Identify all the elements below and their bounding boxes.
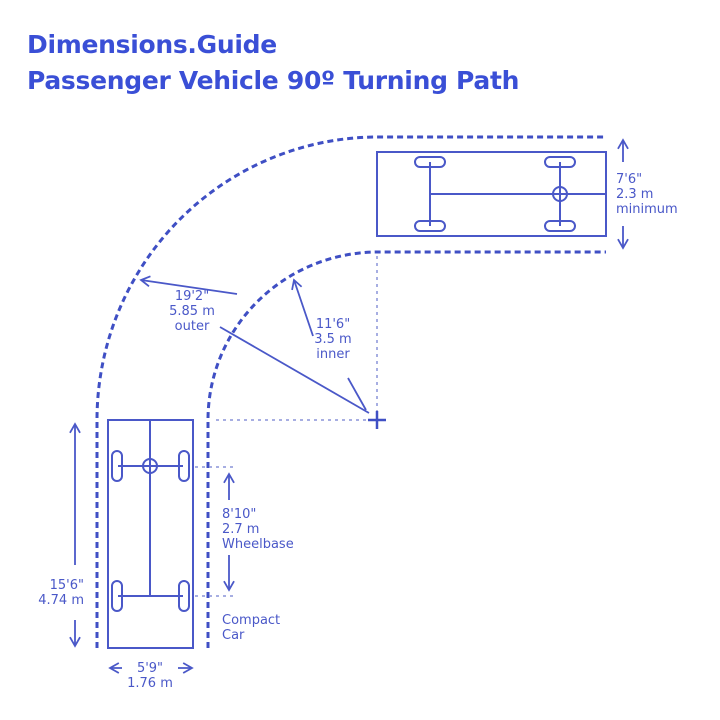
brand-title: Dimensions.Guide [27,30,277,59]
wheelbase-label: 8'10" 2.7 m Wheelbase [222,507,294,552]
pivot-plus-icon [368,411,386,429]
dimension-arrows [69,138,629,674]
guide-lines [195,256,378,597]
outer-radius-label: 19'2" 5.85 m outer [169,289,215,334]
inner-turning-path [206,250,606,648]
radius-leaders [139,275,370,414]
inner-radius-label: 11'6" 3.5 m inner [314,317,352,362]
outer-turning-path [95,135,606,648]
bottom-car [107,419,194,649]
width-label: 5'9" 1.76 m [122,661,178,691]
vehicle-type-label: Compact Car [222,613,281,643]
length-label: 15'6" 4.74 m [38,578,84,608]
lane-width-label: 7'6" 2.3 m minimum [616,172,678,217]
page-title: Passenger Vehicle 90º Turning Path [27,66,520,95]
top-car [376,151,607,237]
